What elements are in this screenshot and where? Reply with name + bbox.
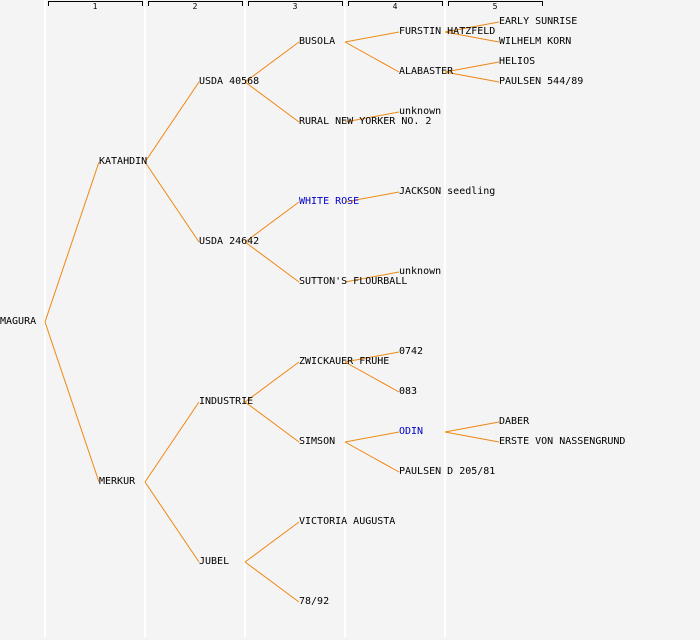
pedigree-node-magura[interactable]: MAGURA [0,316,37,327]
edge-odin-daber [444,421,500,433]
edge-suttons-unknown2 [344,271,400,283]
column-separator [344,0,346,637]
edge-merkur-jubel [144,481,200,563]
edge-katahdin-usda24642 [144,161,200,243]
edge-katahdin-usda40568 [144,81,200,163]
edge-busola-furstin [344,31,400,43]
pedigree-node-jackson[interactable]: JACKSON seedling [399,186,496,197]
column-separator [244,0,246,637]
pedigree-node-usda40568[interactable]: USDA 40568 [199,76,260,87]
pedigree-node-alabaster[interactable]: ALABASTER [399,66,454,77]
edge-industrie-zwickauer [244,361,300,403]
pedigree-node-katahdin[interactable]: KATAHDIN [99,156,148,167]
edge-furstin-earlysunrise [444,21,500,33]
pedigree-node-paulsen544[interactable]: PAULSEN 544/89 [499,76,584,87]
pedigree-node-unknown2[interactable]: unknown [399,266,442,277]
edge-alabaster-paulsen544 [444,71,500,83]
generation-bracket-1 [48,1,143,6]
edge-usda40568-ruralny2 [244,81,300,123]
pedigree-node-victoria[interactable]: VICTORIA AUGUSTA [299,516,396,527]
pedigree-node-odin[interactable]: ODIN [399,426,424,437]
edge-jubel-victoria [244,521,300,563]
generation-bracket-4 [348,1,443,6]
generation-number-4: 4 [392,2,398,11]
pedigree-node-earlysunrise[interactable]: EARLY SUNRISE [499,16,578,27]
pedigree-node-busola[interactable]: BUSOLA [299,36,336,47]
edge-usda24642-suttons [244,241,300,283]
generation-number-5: 5 [492,2,498,11]
edge-alabaster-helios [444,61,500,73]
pedigree-node-ruralny2[interactable]: RURAL NEW YORKER NO. 2 [299,116,432,127]
pedigree-node-helios[interactable]: HELIOS [499,56,536,67]
edge-simson-paulsend [344,441,400,473]
edge-furstin-wilhelmkorn [444,31,500,43]
edge-merkur-industrie [144,401,200,483]
column-separator [44,0,46,637]
generation-number-1: 1 [92,2,98,11]
pedigree-node-furstin[interactable]: FURSTIN HATZFELD [399,26,496,37]
generation-bracket-5 [448,1,543,6]
edge-zwickauer-n083 [344,361,400,393]
column-separator [444,0,446,637]
pedigree-node-simson[interactable]: SIMSON [299,436,336,447]
generation-number-3: 3 [292,2,298,11]
edge-ruralny2-unknown1 [344,111,400,123]
pedigree-node-daber[interactable]: DABER [499,416,530,427]
edge-usda40568-busola [244,41,300,83]
pedigree-node-wilhelmkorn[interactable]: WILHELM KORN [499,36,572,47]
pedigree-node-n083[interactable]: 083 [399,386,418,397]
column-separator [144,0,146,637]
pedigree-node-merkur[interactable]: MERKUR [99,476,136,487]
pedigree-node-industrie[interactable]: INDUSTRIE [199,396,254,407]
pedigree-node-whiterose[interactable]: WHITE ROSE [299,196,360,207]
generation-bracket-2 [148,1,243,6]
edge-magura-katahdin [44,161,100,323]
edge-busola-alabaster [344,41,400,73]
pedigree-node-unknown1[interactable]: unknown [399,106,442,117]
edge-whiterose-jackson [344,191,400,203]
edge-industrie-simson [244,401,300,443]
edge-odin-erste [444,431,500,443]
pedigree-node-suttons[interactable]: SUTTON'S FLOURBALL [299,276,408,287]
generation-bracket-3 [248,1,343,6]
edge-zwickauer-n0742 [344,351,400,363]
pedigree-node-n7892[interactable]: 78/92 [299,596,330,607]
edge-simson-odin [344,431,400,443]
pedigree-node-n0742[interactable]: 0742 [399,346,424,357]
generation-number-2: 2 [192,2,198,11]
edge-magura-merkur [44,321,100,483]
pedigree-node-jubel[interactable]: JUBEL [199,556,230,567]
pedigree-node-zwickauer[interactable]: ZWICKAUER FRUHE [299,356,390,367]
pedigree-node-erste[interactable]: ERSTE VON NASSENGRUND [499,436,626,447]
edge-jubel-n7892 [244,561,300,603]
edge-usda24642-whiterose [244,201,300,243]
pedigree-node-usda24642[interactable]: USDA 24642 [199,236,260,247]
pedigree-node-paulsend[interactable]: PAULSEN D 205/81 [399,466,496,477]
